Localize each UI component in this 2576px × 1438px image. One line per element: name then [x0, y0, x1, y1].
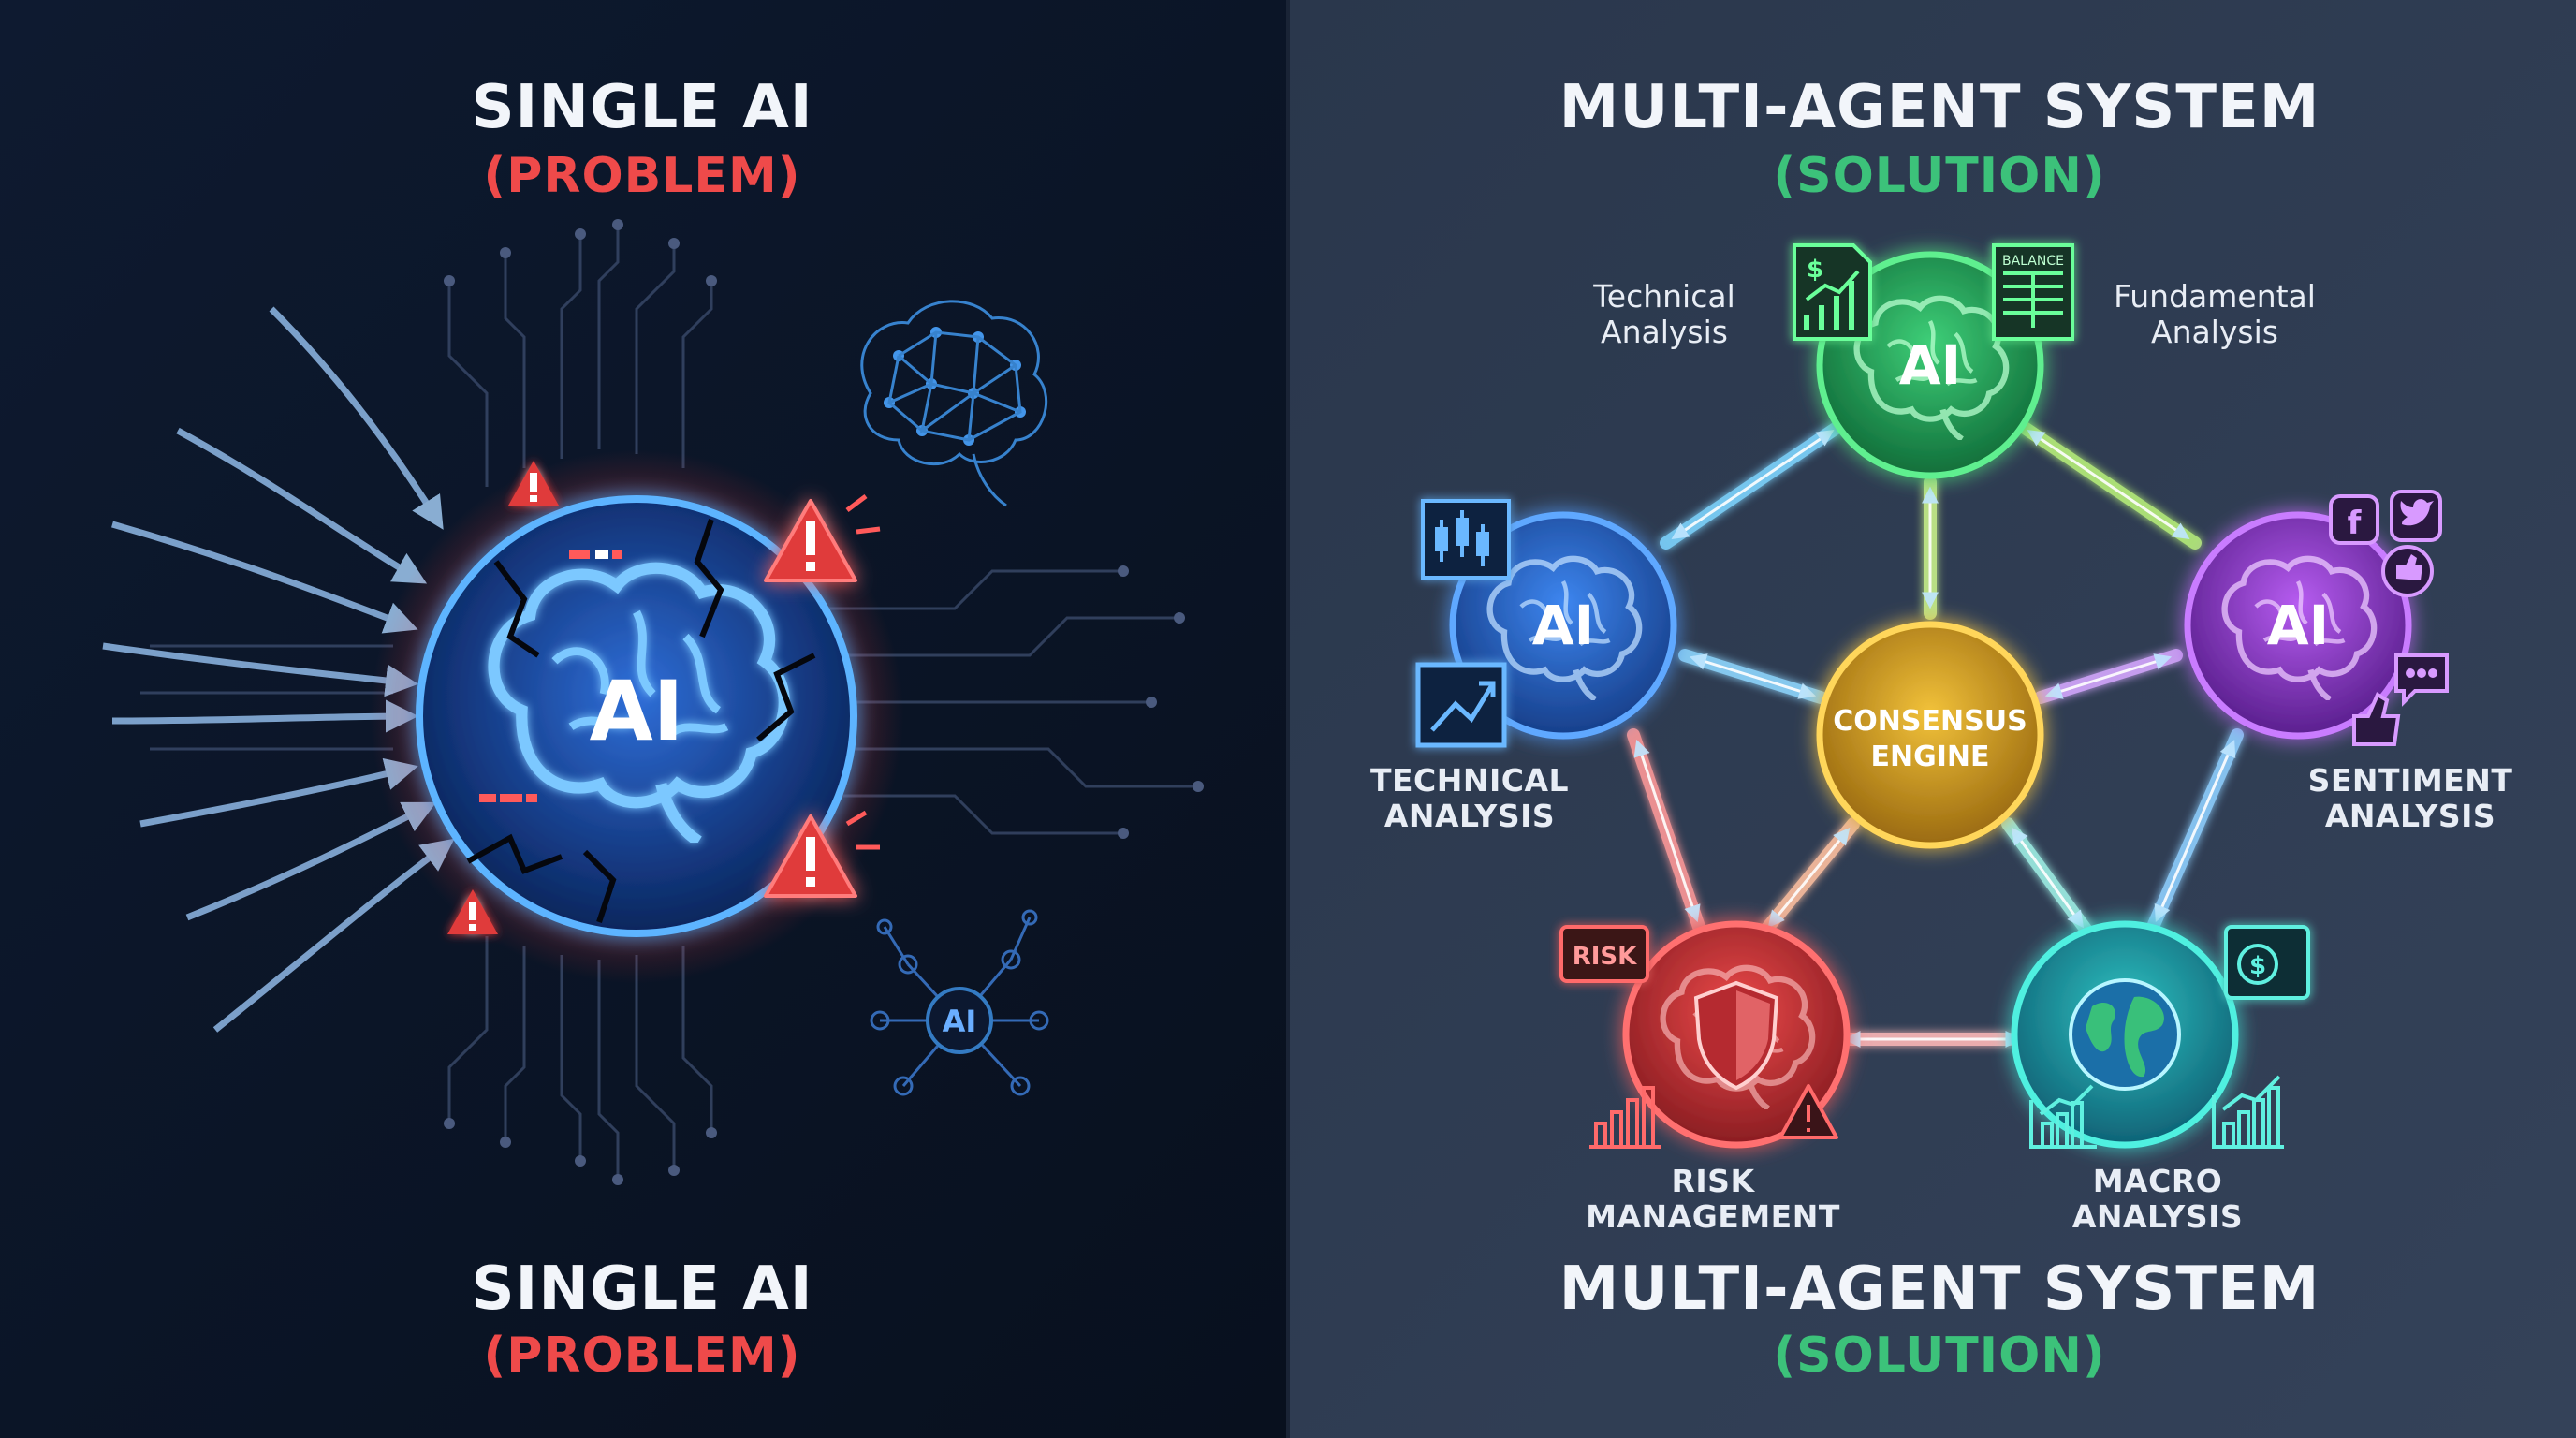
chat-bubble-icon	[2394, 653, 2449, 707]
warning-icon	[508, 461, 559, 506]
caption-line: ANALYSIS	[1383, 798, 1556, 834]
caption-line: SENTIMENT	[2307, 762, 2513, 799]
balance-sheet-icon	[1992, 243, 2074, 341]
balance-tag: BALANCE	[2002, 254, 2064, 269]
caption-line: Analysis	[1601, 314, 1728, 350]
consensus-label-line2: ENGINE	[1871, 741, 1990, 773]
right-title-bottom: MULTI-AGENT SYSTEM	[1559, 1255, 2320, 1324]
trend-chart-icon	[1415, 662, 1507, 748]
agent-connection-arrows	[1633, 429, 2236, 1048]
left-title-top: SINGLE AI	[471, 73, 813, 142]
core-glitch-bits	[479, 550, 622, 802]
circuit-traces	[140, 225, 1198, 1180]
right-subtitle-top: (SOLUTION)	[1773, 148, 2106, 204]
caption-line: MACRO	[2092, 1163, 2223, 1199]
caption-risk-management: RISK MANAGEMENT	[1535, 1164, 1891, 1235]
agent-sentiment	[2184, 511, 2412, 740]
caption-line: ANALYSIS	[2324, 798, 2496, 834]
bar-chart-icon	[2029, 1084, 2097, 1149]
circuit-nodes	[444, 219, 1204, 1185]
document-chart-icon	[1793, 243, 1872, 341]
risk-tag-label: RISK	[1573, 943, 1637, 971]
bar-chart-icon	[1589, 1086, 1661, 1149]
caption-line: Technical	[1593, 278, 1735, 315]
core-ai-label: AI	[590, 663, 684, 759]
left-subtitle-bottom: (PROBLEM)	[483, 1328, 801, 1384]
agent-left-ai-label: AI	[1532, 594, 1594, 657]
caption-line: Fundamental	[2114, 278, 2316, 315]
caption-line: Analysis	[2151, 314, 2278, 350]
facebook-icon	[2329, 494, 2379, 545]
warning-icon	[764, 814, 857, 898]
caption-line: MANAGEMENT	[1586, 1198, 1840, 1235]
caption-line: TECHNICAL	[1369, 762, 1570, 799]
dollar-screen-icon	[2224, 925, 2310, 1000]
caption-sentiment-analysis: SENTIMENT ANALYSIS	[2232, 763, 2576, 834]
facebook-glyph: f	[2348, 505, 2363, 542]
caption-fundamental-analysis: Fundamental Analysis	[2037, 279, 2393, 350]
thumbs-up-icon	[2381, 545, 2434, 597]
caption-technical-analysis: TECHNICAL ANALYSIS	[1292, 763, 1647, 834]
dollar-glyph: $	[2249, 952, 2266, 980]
caption-technical-analysis-top: Technical Analysis	[1486, 279, 1842, 350]
shield-icon	[1693, 980, 1779, 1091]
dollar-sign: $	[1807, 256, 1823, 284]
core-cracks	[466, 519, 816, 923]
agent-top-ai-label: AI	[1899, 333, 1961, 397]
agent-right-ai-label: AI	[2267, 594, 2329, 657]
warning-icon	[447, 889, 498, 934]
ai-network-node-label: AI	[943, 1004, 977, 1039]
caption-line: ANALYSIS	[2071, 1198, 2244, 1235]
bar-chart-icon	[2212, 1075, 2284, 1149]
agent-fundamental	[1816, 251, 2044, 479]
ai-network-node	[870, 909, 1049, 1096]
caption-line: RISK	[1671, 1163, 1755, 1199]
warning-icon	[1778, 1084, 1838, 1139]
globe-icon	[2069, 978, 2181, 1091]
network-brain-icon	[860, 300, 1048, 507]
consensus-label-line1: CONSENSUS	[1833, 705, 2027, 738]
twitter-icon	[2390, 490, 2442, 542]
caption-macro-analysis: MACRO ANALYSIS	[1980, 1164, 2335, 1235]
alert-ticks	[845, 494, 881, 850]
candlestick-chart-icon	[1421, 499, 1511, 580]
consensus-engine	[1816, 621, 2044, 849]
risk-tag-icon	[1559, 925, 1649, 983]
right-subtitle-bottom: (SOLUTION)	[1773, 1328, 2106, 1384]
right-title-top: MULTI-AGENT SYSTEM	[1559, 73, 2320, 142]
warning-icon	[764, 499, 857, 582]
thumbs-up-icon	[2352, 692, 2401, 746]
left-title-bottom: SINGLE AI	[471, 1255, 813, 1324]
left-subtitle-top: (PROBLEM)	[483, 148, 801, 204]
